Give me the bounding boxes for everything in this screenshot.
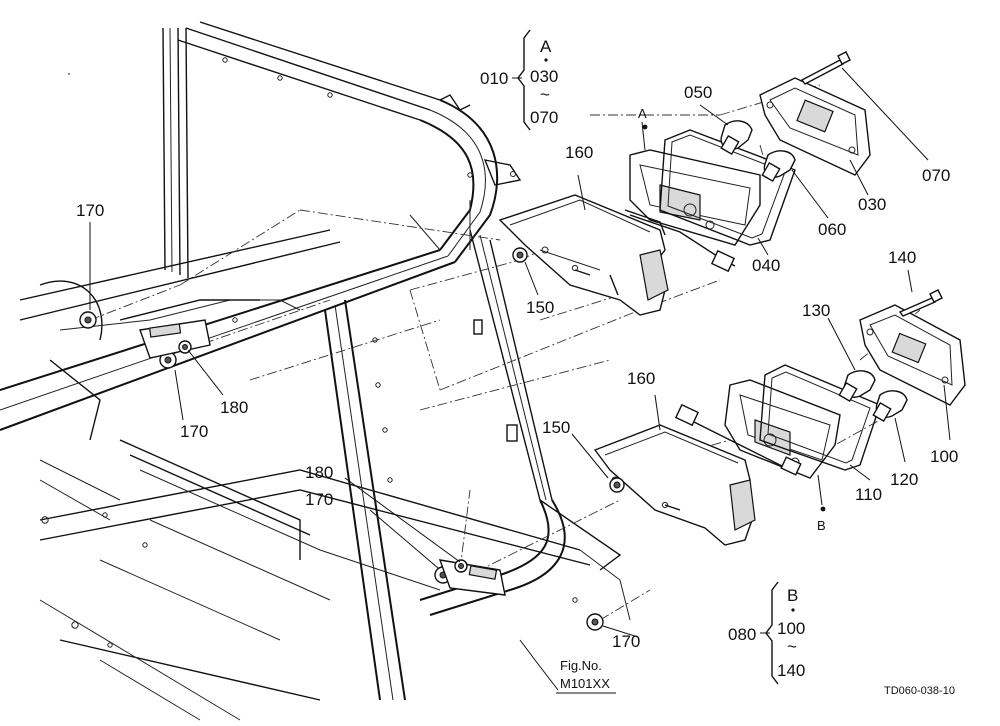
- marker-a-dot: [642, 124, 648, 130]
- callout-170-center: 170: [305, 490, 333, 509]
- lower-lamp-lens: [859, 304, 966, 406]
- group-a-brace: [517, 29, 531, 131]
- group-b-number: 080: [728, 625, 756, 644]
- bolt-170-left-top: [79, 311, 97, 329]
- upper-lamp-gasket: [659, 129, 796, 246]
- callout-170-left-mid: 170: [180, 422, 208, 441]
- callout-060: 060: [818, 220, 846, 239]
- group-a-number: 010: [480, 69, 508, 88]
- figure-reference: Fig.No. M101XX: [556, 658, 616, 694]
- group-a-header: A: [540, 37, 552, 56]
- plate-180-left: [139, 319, 211, 359]
- group-a-to: 070: [530, 108, 558, 127]
- group-b-from: 100: [777, 619, 805, 638]
- lower-lamp-gasket: [759, 364, 881, 471]
- callout-180-center: 180: [305, 463, 333, 482]
- marker-b-dot: [820, 506, 826, 512]
- upper-light-bracket: [498, 194, 669, 316]
- callout-170-left-top: 170: [76, 201, 104, 220]
- group-a-range-sign: ~: [540, 85, 550, 104]
- nut-150-top: [512, 247, 528, 263]
- callout-130: 130: [802, 301, 830, 320]
- plate-180-center: [438, 559, 506, 596]
- callout-050: 050: [684, 83, 712, 102]
- lower-screw: [898, 289, 943, 317]
- group-b-index: 080 B 100 ~ 140: [728, 581, 805, 685]
- callout-150-bottom: 150: [542, 418, 570, 437]
- callout-140: 140: [888, 248, 916, 267]
- group-b-range-sign: ~: [787, 637, 797, 656]
- leader-lines: [68, 67, 951, 691]
- callout-160-bottom: 160: [627, 369, 655, 388]
- bolt-170-bottom: [586, 613, 604, 631]
- nut-150-bottom: [609, 477, 625, 493]
- rops-frame: [0, 21, 631, 721]
- upper-bulbs: [720, 120, 796, 183]
- group-a-index: 010 A 030 ~ 070: [480, 29, 558, 131]
- lower-light-bracket: [593, 424, 756, 546]
- callout-170-bottom: 170: [612, 632, 640, 651]
- drawing-code: TD060-038-10: [884, 685, 955, 697]
- assembly-guide-lines: [89, 84, 921, 621]
- group-b-to: 140: [777, 661, 805, 680]
- callout-070: 070: [922, 166, 950, 185]
- group-b-header-dot: [791, 608, 795, 612]
- callout-150-top: 150: [526, 298, 554, 317]
- lower-bulbs: [838, 370, 908, 423]
- figure-ref-number: M101XX: [560, 676, 610, 691]
- callout-180-left: 180: [220, 398, 248, 417]
- upper-screw: [800, 51, 851, 85]
- callout-labels: 170 170 180 180 170 150 150 160 160 050 …: [76, 83, 958, 651]
- group-b-brace: [765, 581, 779, 685]
- callout-030: 030: [858, 195, 886, 214]
- callout-160-top: 160: [565, 143, 593, 162]
- marker-a-label: A: [638, 106, 647, 121]
- group-a-header-dot: [544, 58, 548, 62]
- callout-110: 110: [855, 485, 882, 504]
- callout-100: 100: [930, 447, 958, 466]
- callout-040: 040: [752, 256, 780, 275]
- group-b-header: B: [787, 586, 798, 605]
- figure-ref-label: Fig.No.: [560, 658, 602, 673]
- callout-120: 120: [890, 470, 918, 489]
- marker-b-label: B: [817, 518, 826, 533]
- upper-lamp-lens: [759, 77, 871, 176]
- group-a-from: 030: [530, 67, 558, 86]
